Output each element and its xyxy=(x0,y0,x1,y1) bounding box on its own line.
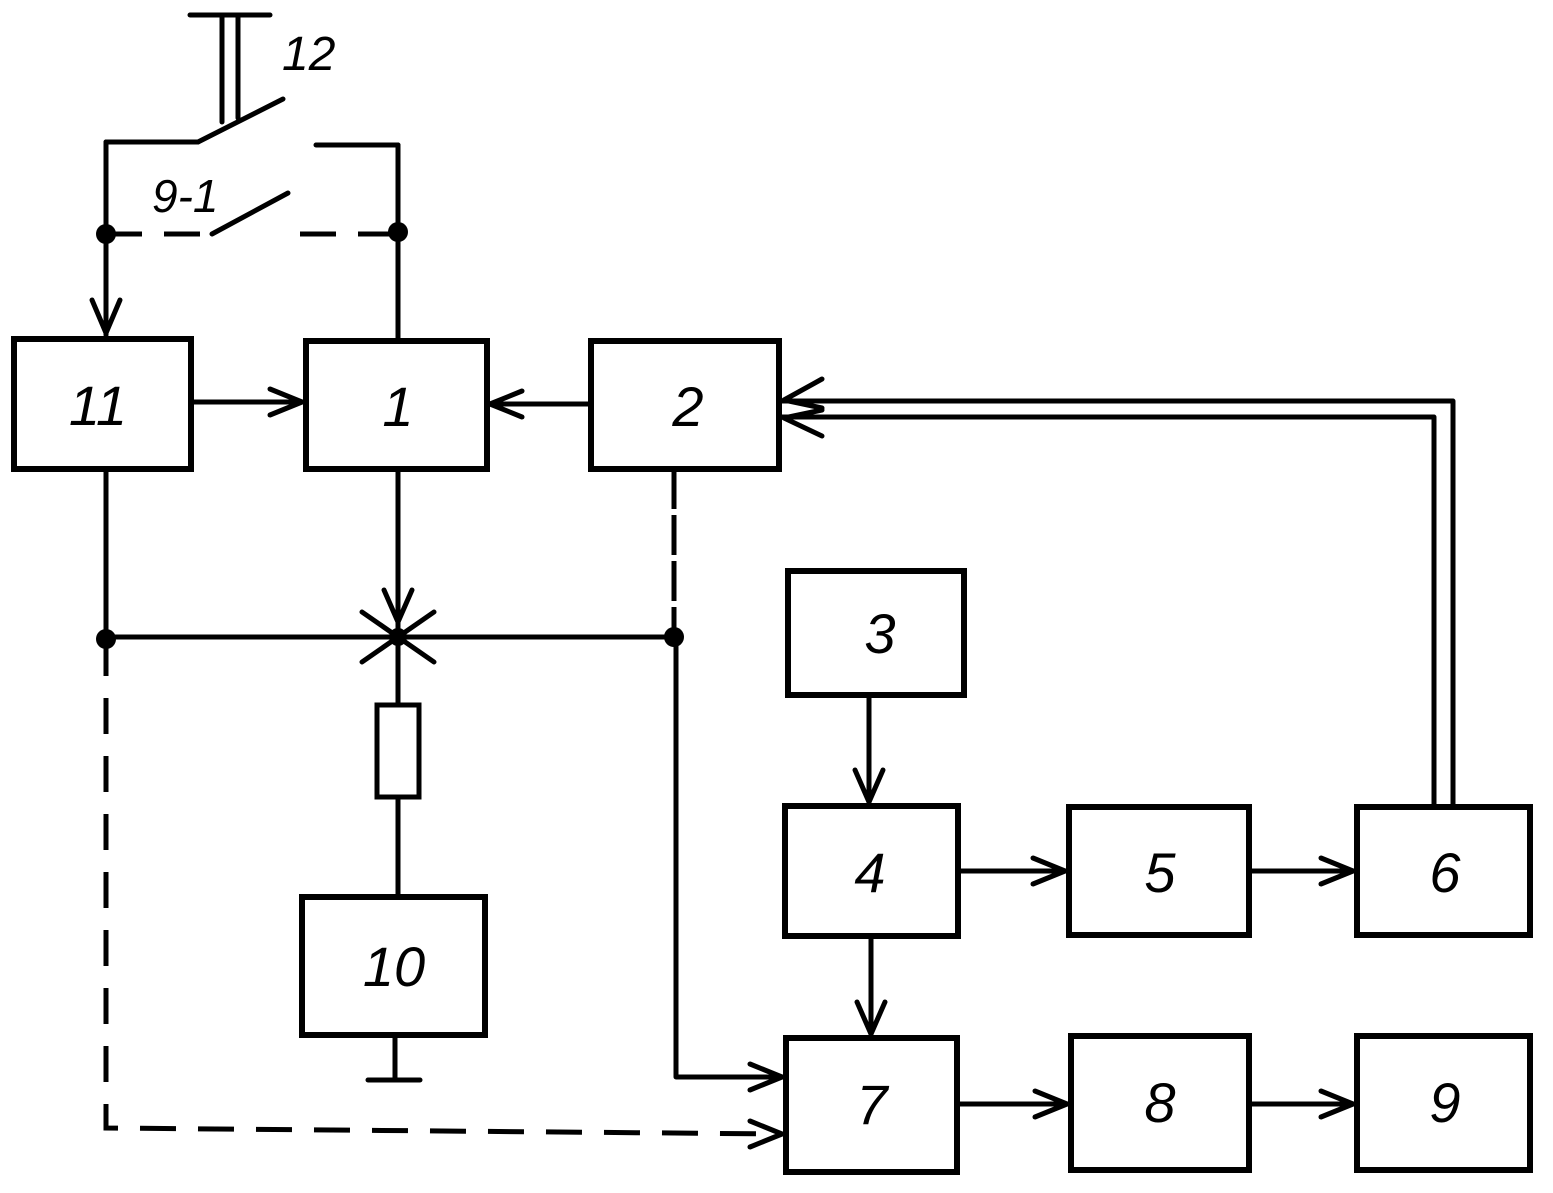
block-1-label: 1 xyxy=(382,375,413,438)
switch-12: 12 xyxy=(106,15,398,145)
wire-dashed-left-to-7 xyxy=(106,640,782,1134)
block-8: 8 xyxy=(1071,1036,1249,1170)
block-9: 9 xyxy=(1357,1036,1530,1170)
block-8-label: 8 xyxy=(1144,1071,1175,1134)
block-9-label: 9 xyxy=(1429,1071,1460,1134)
block-10: 10 xyxy=(302,897,485,1035)
contact-9-1: 9-1 xyxy=(106,170,398,234)
block-7: 7 xyxy=(786,1038,957,1172)
contact-9-1-label: 9-1 xyxy=(152,170,218,222)
block-1: 1 xyxy=(306,341,487,469)
block-4: 4 xyxy=(785,806,958,936)
block-11: 11 xyxy=(14,339,191,469)
block-6: 6 xyxy=(1357,807,1530,935)
block-10-label: 10 xyxy=(363,935,425,998)
junction-right-top xyxy=(388,222,408,242)
block-2: 2 xyxy=(591,341,779,469)
wire-bus-to-7 xyxy=(676,637,782,1077)
junction-left-top xyxy=(96,224,116,244)
block-5: 5 xyxy=(1069,807,1249,935)
block-6-label: 6 xyxy=(1429,841,1461,904)
block-11-label: 11 xyxy=(69,374,127,437)
block-3-label: 3 xyxy=(864,602,895,665)
resistor xyxy=(377,705,419,797)
block-2-label: 2 xyxy=(671,375,703,438)
block-5-label: 5 xyxy=(1144,841,1176,904)
block-4-label: 4 xyxy=(854,841,885,904)
arrow-into-2-lower xyxy=(784,410,822,436)
block-7-label: 7 xyxy=(856,1073,889,1136)
block-3: 3 xyxy=(788,571,964,695)
arrow-into-2-upper xyxy=(784,379,822,408)
switch-12-label: 12 xyxy=(282,28,335,81)
